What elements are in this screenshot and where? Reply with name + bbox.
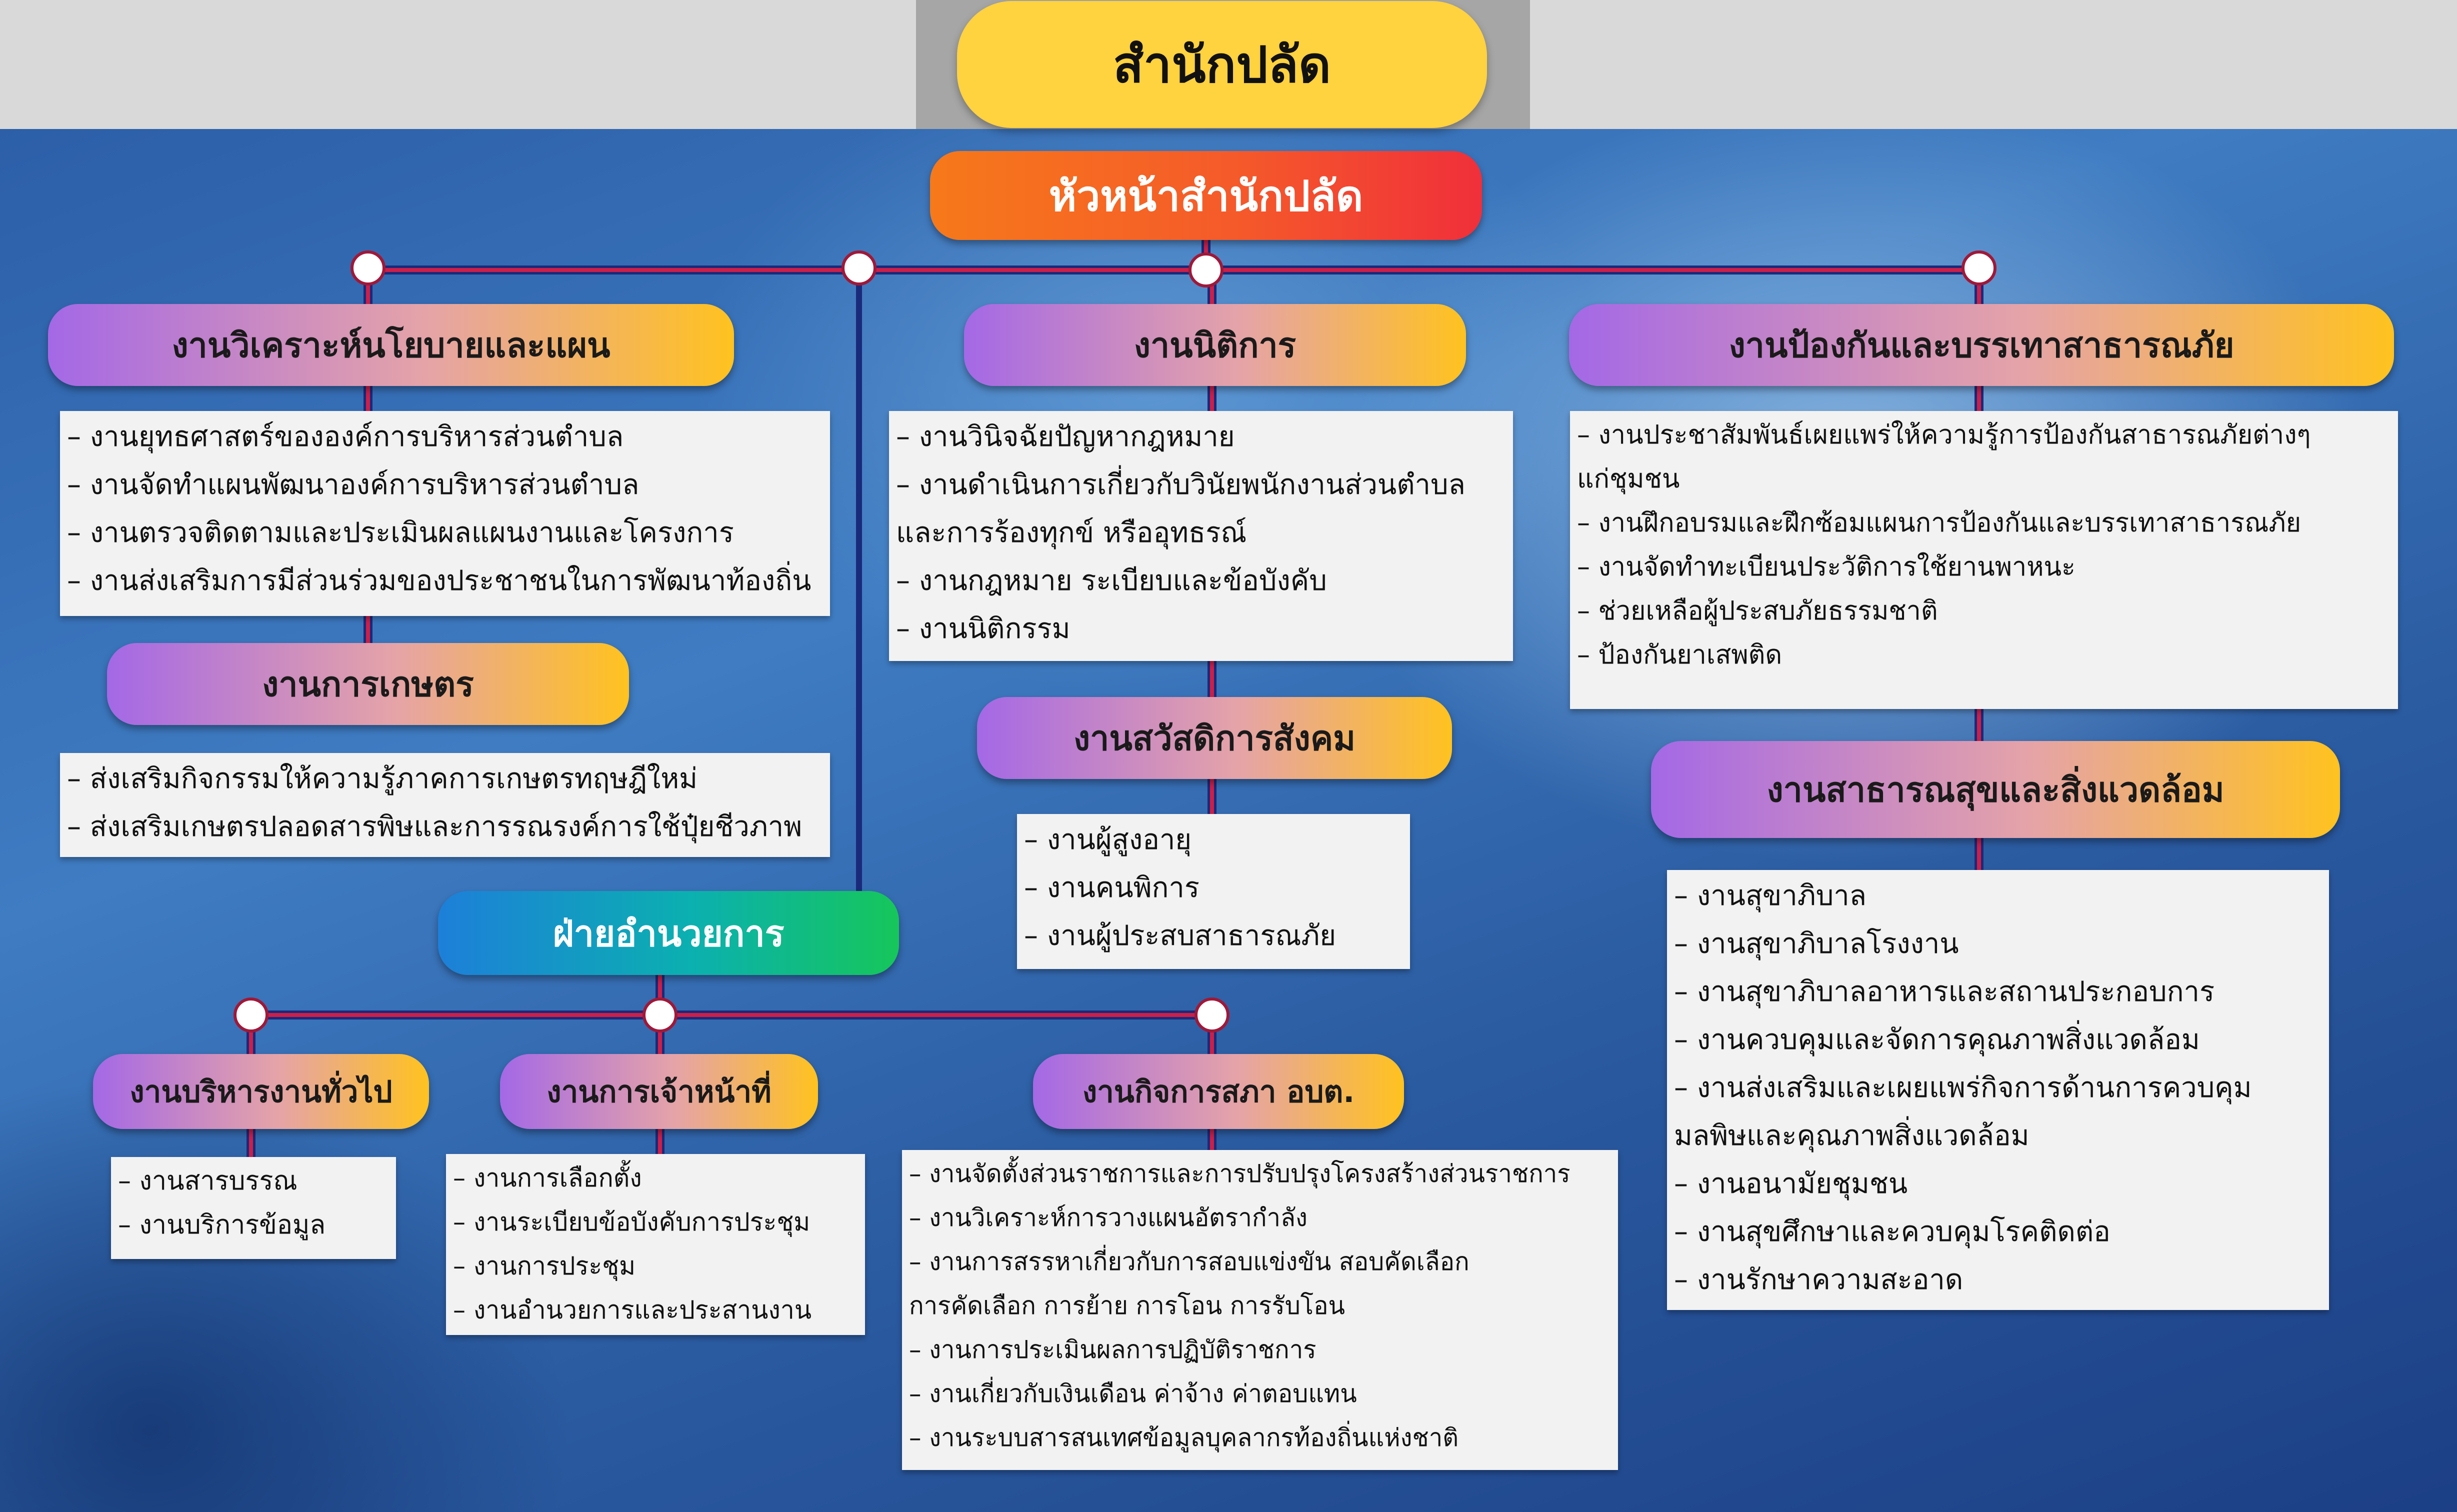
list-item: – งานควบคุมและจัดการคุณภาพสิ่งแวดล้อม xyxy=(1674,1024,2200,1056)
list-item: – งานการสรรหาเกี่ยวกับการสอบแข่งขัน สอบค… xyxy=(909,1248,1470,1276)
head-node: หัวหน้าสำนักปลัด xyxy=(930,151,1482,240)
list-item: – งานผู้สูงอายุ xyxy=(1024,824,1192,856)
section-policy-title: งานวิเคราะห์นโยบายและแผน xyxy=(48,304,734,386)
list-item: – ช่วยเหลือผู้ประสบภัยธรรมชาติ xyxy=(1577,596,1938,626)
list-item: – งานระบบสารสนเทศข้อมูลบุคลากรท้องถิ่นแห… xyxy=(909,1424,1459,1452)
list-item: – งานส่งเสริมและเผยแพร่กิจการด้านการควบค… xyxy=(1674,1072,2252,1104)
section-general-title: งานบริหารงานทั่วไป xyxy=(93,1054,429,1129)
connector-node xyxy=(1188,252,1224,288)
list-item: – งานจัดทำทะเบียนประวัติการใช้ยานพาหนะ xyxy=(1577,552,2076,582)
list-item: – งานการประชุม xyxy=(453,1252,636,1280)
list-item: – งานอำนวยการและประสานงาน xyxy=(453,1296,812,1324)
section-legal-title: งานนิติการ xyxy=(964,304,1466,386)
list-item: – งานการเลือกตั้ง xyxy=(453,1164,642,1192)
list-item: – งานผู้ประสบสาธารณภัย xyxy=(1024,920,1336,952)
list-item: – งานรักษาความสะอาด xyxy=(1674,1264,1964,1296)
list-item: – งานระเบียบข้อบังคับการประชุม xyxy=(453,1208,810,1236)
section-welfare-list: – งานผู้สูงอายุ – งานคนพิการ – งานผู้ประ… xyxy=(1017,814,1410,969)
list-item: – งานสุขาภิบาลโรงงาน xyxy=(1674,928,1959,960)
list-item: – งานฝึกอบรมและฝึกซ้อมแผนการป้องกันและบร… xyxy=(1577,508,2302,538)
list-item: – งานสุขาภิบาลอาหารและสถานประกอบการ xyxy=(1674,976,2215,1008)
list-item: และการร้องทุกข์ หรืออุทธรณ์ xyxy=(896,516,1247,549)
list-item: มลพิษและคุณภาพสิ่งแวดล้อม xyxy=(1674,1120,2030,1152)
connector-node xyxy=(1194,998,1230,1032)
list-item: – งานสุขาภิบาล xyxy=(1674,880,1866,912)
list-item: – งานวินิจฉัยปัญหากฎหมาย xyxy=(896,420,1235,453)
list-item: – งานประชาสัมพันธ์เผยแพร่ให้ความรู้การป้… xyxy=(1577,420,2311,450)
list-item: – งานกฎหมาย ระเบียบและข้อบังคับ xyxy=(896,564,1327,597)
list-item: – งานสุขศึกษาและควบคุมโรคติดต่อ xyxy=(1674,1216,2110,1248)
list-item: – งานนิติกรรม xyxy=(896,612,1070,645)
section-health-list: – งานสุขาภิบาล – งานสุขาภิบาลโรงงาน – งา… xyxy=(1667,870,2329,1310)
section-health-title: งานสาธารณสุขและสิ่งแวดล้อม xyxy=(1651,741,2340,838)
list-item: – งานส่งเสริมการมีส่วนร่วมของประชาชนในกา… xyxy=(67,564,812,597)
connector-node xyxy=(234,998,268,1032)
section-disaster-list: – งานประชาสัมพันธ์เผยแพร่ให้ความรู้การป้… xyxy=(1570,411,2398,709)
list-item: – ส่งเสริมเกษตรปลอดสารพิษและการรณรงค์การ… xyxy=(67,810,802,843)
section-disaster-title: งานป้องกันและบรรเทาสาธารณภัย xyxy=(1569,304,2394,386)
page-title: สำนักปลัด xyxy=(957,1,1487,128)
list-item: – ส่งเสริมกิจกรรมให้ความรู้ภาคการเกษตรทฤ… xyxy=(67,762,698,795)
list-item: – งานวิเคราะห์การวางแผนอัตรากำลัง xyxy=(909,1204,1308,1232)
list-item: – งานบริการข้อมูล xyxy=(118,1210,326,1240)
list-item: แก่ชุมชน xyxy=(1577,464,1680,494)
section-welfare-title: งานสวัสดิการสังคม xyxy=(977,697,1452,779)
connector-node xyxy=(350,250,386,286)
section-personnel-list: – งานการเลือกตั้ง – งานระเบียบข้อบังคับก… xyxy=(446,1154,865,1335)
connector-node xyxy=(1962,250,1996,286)
list-item: การคัดเลือก การย้าย การโอน การรับโอน xyxy=(909,1292,1346,1320)
list-item: – งานตรวจติดตามและประเมินผลแผนงานและโครง… xyxy=(67,516,734,549)
admin-division-title: ฝ่ายอำนวยการ xyxy=(438,891,899,975)
section-agri-title: งานการเกษตร xyxy=(107,643,629,725)
list-item: – งานดำเนินการเกี่ยวกับวินัยพนักงานส่วนต… xyxy=(896,468,1466,501)
section-council-title: งานกิจการสภา อบต. xyxy=(1033,1054,1404,1129)
list-item: – งานการประเมินผลการปฏิบัติราชการ xyxy=(909,1336,1316,1364)
list-item: – งานจัดตั้งส่วนราชการและการปรับปรุงโครง… xyxy=(909,1160,1570,1188)
list-item: – ป้องกันยาเสพติด xyxy=(1577,640,1782,670)
section-council-list: – งานจัดตั้งส่วนราชการและการปรับปรุงโครง… xyxy=(902,1150,1618,1470)
section-legal-list: – งานวินิจฉัยปัญหากฎหมาย – งานดำเนินการเ… xyxy=(889,411,1513,661)
list-item: – งานคนพิการ xyxy=(1024,872,1200,904)
section-policy-list: – งานยุทธศาสตร์ขององค์การบริหารส่วนตำบล … xyxy=(60,411,830,616)
list-item: – งานยุทธศาสตร์ขององค์การบริหารส่วนตำบล xyxy=(67,420,624,453)
list-item: – งานอนามัยชุมชน xyxy=(1674,1168,1908,1200)
section-personnel-title: งานการเจ้าหน้าที่ xyxy=(500,1054,818,1129)
connector-node xyxy=(642,998,678,1032)
section-general-list: – งานสารบรรณ – งานบริการข้อมูล xyxy=(111,1157,396,1259)
section-agri-list: – ส่งเสริมกิจกรรมให้ความรู้ภาคการเกษตรทฤ… xyxy=(60,753,830,857)
list-item: – งานสารบรรณ xyxy=(118,1166,298,1196)
list-item: – งานจัดทำแผนพัฒนาองค์การบริหารส่วนตำบล xyxy=(67,468,640,501)
list-item: – งานเกี่ยวกับเงินเดือน ค่าจ้าง ค่าตอบแท… xyxy=(909,1380,1357,1408)
connector-node xyxy=(842,250,876,286)
